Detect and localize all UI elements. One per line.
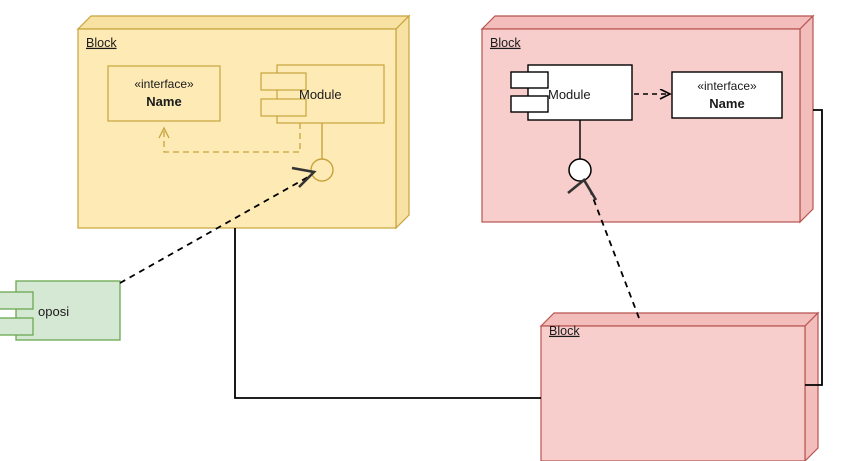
interface-box-red[interactable]: «interface» Name	[671, 71, 783, 119]
module-component-yellow[interactable]: Module	[260, 64, 385, 124]
required-oposi-arrowhead	[291, 166, 317, 188]
component-oposi-label: oposi	[38, 304, 69, 319]
block-red-top-top-face	[480, 15, 815, 30]
module-yellow-tab-bottom	[260, 98, 307, 117]
interface-box-yellow-frame	[107, 65, 221, 122]
module-yellow-tab-top	[260, 72, 307, 91]
lollipop-yellow[interactable]	[310, 123, 334, 182]
component-oposi-tab-top	[0, 291, 34, 310]
block-red-top-title: Block	[490, 36, 521, 50]
block-yellow-title: Block	[86, 36, 117, 50]
block-yellow-side-face	[395, 14, 410, 230]
block-red-bottom-title: Block	[549, 324, 580, 338]
block-red-top-side-face	[799, 14, 814, 224]
module-red-label: Module	[548, 87, 591, 102]
interface-red-name: Name	[709, 96, 744, 111]
block-red-top-front-face	[481, 28, 801, 223]
block-red-bottom[interactable]: Block	[539, 311, 820, 461]
block-red-bottom-front-face	[540, 325, 806, 461]
component-oposi-tab-bottom	[0, 317, 34, 336]
required-bottom-arrowhead	[567, 178, 598, 201]
block-red-bottom-side-face	[804, 311, 819, 461]
realization-connector-yellow[interactable]	[158, 123, 301, 153]
interface-yellow-stereotype: «interface»	[134, 77, 194, 91]
block-yellow-front-face	[77, 28, 397, 229]
realization-yellow-path	[158, 123, 301, 153]
required-bottom-path	[589, 189, 640, 319]
association-red-top-to-bottom-block[interactable]	[805, 109, 823, 386]
module-yellow-label: Module	[299, 87, 342, 102]
lollipop-red[interactable]	[568, 120, 592, 182]
required-interface-oposi-to-yellow[interactable]	[119, 166, 317, 284]
block-yellow[interactable]: Block «interface» Name Module	[76, 14, 411, 230]
module-component-red[interactable]: Module	[510, 64, 633, 121]
lollipop-red-ball	[568, 158, 592, 182]
block-red-bottom-top-face	[539, 312, 820, 327]
required-interface-bottom-to-red[interactable]	[567, 178, 640, 319]
interface-yellow-name: Name	[146, 94, 181, 109]
block-yellow-top-face	[76, 15, 411, 30]
required-oposi-path	[119, 176, 309, 284]
association-yellow-path	[234, 228, 541, 399]
interface-box-yellow[interactable]: «interface» Name	[107, 65, 221, 122]
component-oposi[interactable]: oposi	[0, 280, 121, 341]
module-red-tab-top	[510, 71, 549, 89]
interface-red-stereotype: «interface»	[697, 79, 757, 93]
interface-box-red-frame	[671, 71, 783, 119]
lollipop-yellow-ball	[310, 158, 334, 182]
association-yellow-to-bottom-block[interactable]	[234, 228, 541, 399]
module-red-tab-bottom	[510, 95, 549, 113]
block-red-top[interactable]: Block Module «interface» Name	[480, 14, 815, 224]
association-red-top-path	[805, 109, 823, 386]
